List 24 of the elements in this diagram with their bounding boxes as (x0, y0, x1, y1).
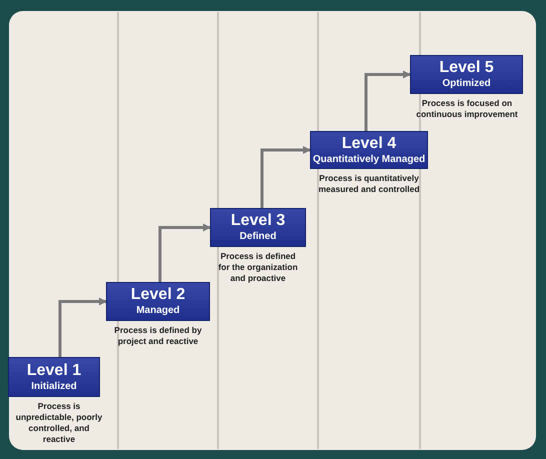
level-name: Optimized (441, 77, 492, 90)
level-description: Process is focused on continuous improvement (415, 98, 519, 120)
arrow (364, 70, 411, 131)
level-description: Process is unpredictable, poorly controlled, and reactive (14, 401, 104, 445)
level-name: Initialized (30, 380, 78, 392)
level-description: Process is defined by project and reactive (113, 325, 203, 347)
level-name: Managed (135, 304, 181, 317)
level-title: Level 1 (26, 362, 82, 380)
level-box (210, 208, 306, 247)
arrow (158, 224, 211, 282)
level-box (8, 357, 100, 397)
level-description: Process is defined for the organization and proactive (217, 251, 299, 284)
arrow (58, 298, 107, 357)
level-title: Level 3 (230, 212, 286, 230)
arrow (260, 146, 311, 208)
level-box (410, 55, 523, 94)
level-box (106, 282, 210, 321)
level-title: Level 5 (438, 59, 495, 77)
level-box (310, 131, 428, 169)
level-title: Level 4 (340, 134, 398, 152)
level-description: Process is quantitatively measured and controlled (317, 173, 421, 195)
level-name: Quantitatively Managed (312, 152, 426, 166)
level-title: Level 2 (130, 286, 186, 304)
level-name: Defined (238, 230, 278, 243)
